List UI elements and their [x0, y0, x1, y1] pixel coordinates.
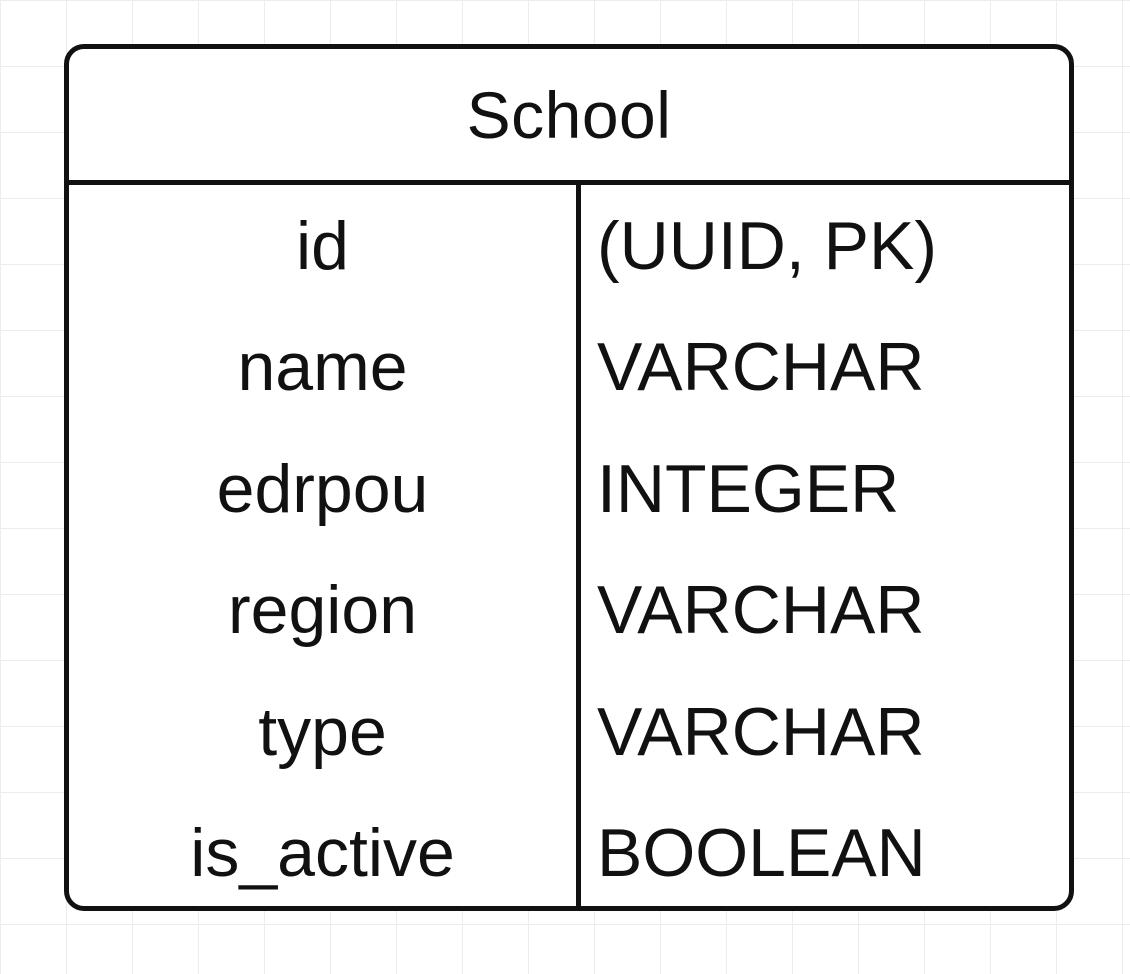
- field-name: is_active: [190, 814, 455, 891]
- field-type: VARCHAR: [597, 693, 925, 770]
- field-row-id[interactable]: id (UUID, PK): [69, 185, 1069, 306]
- column-divider: [576, 185, 581, 906]
- field-row-type[interactable]: type VARCHAR: [69, 671, 1069, 792]
- field-type: INTEGER: [597, 450, 900, 527]
- entity-table-school[interactable]: School id (UUID, PK) name VARCHAR edrpou…: [64, 44, 1074, 911]
- field-name: id: [296, 207, 349, 284]
- field-name: region: [227, 571, 418, 648]
- field-name: edrpou: [216, 450, 429, 527]
- field-row-edrpou[interactable]: edrpou INTEGER: [69, 428, 1069, 549]
- field-row-name[interactable]: name VARCHAR: [69, 306, 1069, 427]
- entity-title: School: [69, 49, 1069, 185]
- field-type: VARCHAR: [597, 328, 925, 405]
- field-list: id (UUID, PK) name VARCHAR edrpou INTEGE…: [69, 185, 1069, 906]
- field-row-region[interactable]: region VARCHAR: [69, 549, 1069, 670]
- field-row-is-active[interactable]: is_active BOOLEAN: [69, 792, 1069, 906]
- field-name: type: [258, 693, 387, 770]
- field-type: BOOLEAN: [597, 814, 926, 891]
- field-type: VARCHAR: [597, 571, 925, 648]
- field-type: (UUID, PK): [597, 207, 937, 284]
- field-name: name: [237, 328, 408, 405]
